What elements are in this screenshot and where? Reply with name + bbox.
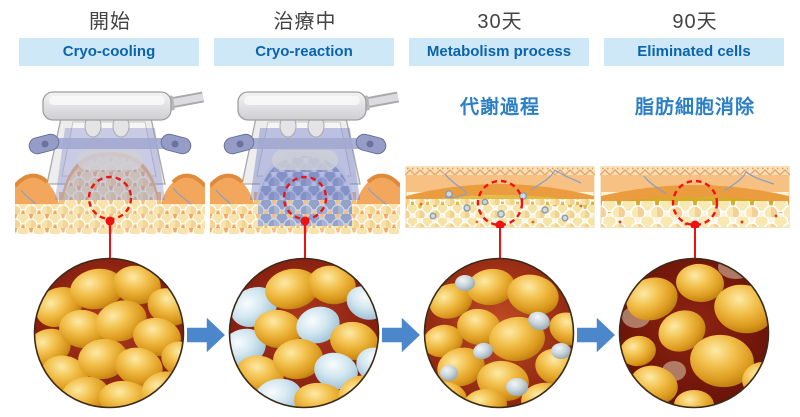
- stage-banner: Cryo-reaction: [214, 38, 394, 66]
- marker-connector-line: [108, 227, 112, 264]
- magnified-fat-cells-normal: [33, 257, 185, 409]
- marker-connector-line: [498, 227, 502, 264]
- stage-subtitle: 代謝過程: [459, 97, 540, 118]
- stage-column-day90: 90天 Eliminated cells 脂肪細胞消除: [600, 0, 790, 417]
- dashed-circle-target-icon: [476, 179, 524, 228]
- dashed-circle-target-icon: [87, 175, 133, 234]
- magnified-fat-cells-frozen: [228, 257, 380, 409]
- stage-subtitle: 脂肪細胞消除: [634, 97, 755, 118]
- marker-connector-line: [303, 227, 307, 264]
- stage-period-label: 90天: [672, 11, 718, 33]
- marker-connector-line: [693, 227, 697, 264]
- skin-cross-section-illustration: [600, 166, 790, 228]
- stage-column-treating: 治療中 Cryo-reaction: [210, 0, 400, 417]
- stage-banner: Eliminated cells: [604, 38, 784, 66]
- dashed-circle-target-icon: [282, 175, 328, 234]
- dashed-circle-target-icon: [671, 179, 719, 228]
- stage-banner: Metabolism process: [409, 38, 589, 66]
- cryo-applicator-illustration: [15, 91, 205, 234]
- magnified-fat-cells-reduced: [618, 257, 770, 409]
- magnified-fat-cells-dying: [423, 257, 575, 409]
- stage-period-label: 30天: [477, 11, 523, 33]
- skin-cross-section-illustration: [405, 166, 595, 228]
- stage-column-start: 開始 Cryo-cooling: [15, 0, 205, 417]
- cryo-applicator-freezing-illustration: [210, 91, 400, 234]
- stage-period-label: 治療中: [273, 11, 337, 33]
- stage-banner: Cryo-cooling: [19, 38, 199, 66]
- dead-cell-dots: [419, 190, 583, 224]
- stage-period-label: 開始: [89, 11, 131, 33]
- stage-column-day30: 30天 Metabolism process 代謝過程: [405, 0, 595, 417]
